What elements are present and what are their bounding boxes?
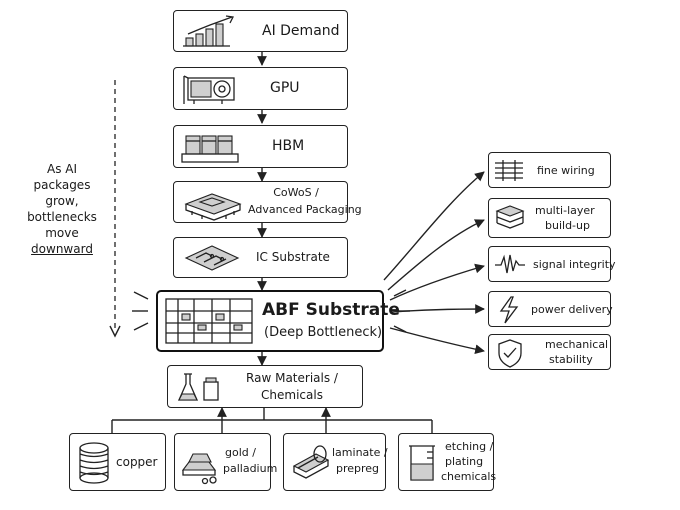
arrow-signal bbox=[389, 263, 485, 301]
raw-materials-line1: Raw Materials / bbox=[246, 371, 338, 385]
laminate-label-line1: laminate / bbox=[332, 446, 388, 459]
side-note: As AI packages grow, bottlenecks move do… bbox=[22, 161, 102, 257]
abf-subtitle: (Deep Bottleneck) bbox=[264, 325, 383, 340]
etching-label-line3: chemicals bbox=[441, 470, 497, 483]
node-cowos: CoWoS / Advanced Packaging bbox=[173, 181, 362, 223]
node-ai-demand: AI Demand bbox=[173, 10, 348, 52]
input-etching: etching / plating chemicals bbox=[398, 433, 497, 491]
shield-check-icon bbox=[498, 339, 522, 368]
side-note-line4: bottlenecks bbox=[27, 210, 97, 224]
gold-label-line2: palladium bbox=[223, 462, 278, 475]
etching-label-line1: etching / bbox=[445, 440, 494, 453]
cowos-label-line1: CoWoS / bbox=[273, 186, 319, 199]
side-note-line3: grow, bbox=[45, 194, 79, 208]
copper-label: copper bbox=[116, 455, 158, 469]
node-gpu: GPU bbox=[173, 67, 348, 110]
req-multi-layer: multi-layer build-up bbox=[488, 198, 611, 238]
multi-layer-label-line2: build-up bbox=[545, 219, 590, 232]
node-ic-substrate: IC Substrate bbox=[173, 237, 348, 278]
dashed-trend-arrowhead bbox=[109, 325, 121, 338]
ic-substrate-label: IC Substrate bbox=[256, 250, 330, 264]
copper-spool-icon bbox=[79, 442, 109, 484]
power-delivery-label: power delivery bbox=[531, 303, 613, 316]
node-abf-substrate: ABF Substrate (Deep Bottleneck) bbox=[156, 290, 400, 352]
req-power-delivery: power delivery bbox=[488, 291, 613, 327]
arrow-mech bbox=[389, 327, 485, 355]
mechanical-label-line2: stability bbox=[549, 353, 593, 366]
gold-bars-icon bbox=[181, 453, 217, 485]
signal-integrity-label: signal integrity bbox=[533, 258, 616, 271]
input-gold: gold / palladium bbox=[174, 433, 277, 491]
hbm-label: HBM bbox=[272, 138, 305, 154]
ai-demand-label: AI Demand bbox=[262, 23, 340, 39]
gold-label-line1: gold / bbox=[225, 446, 256, 459]
waveform-icon bbox=[495, 254, 525, 274]
side-note-line6: downward bbox=[31, 242, 93, 256]
memory-stack-icon bbox=[181, 135, 239, 163]
beaker-icon bbox=[409, 445, 435, 481]
circuit-board-icon bbox=[184, 245, 240, 271]
lab-flask-icon bbox=[178, 373, 219, 401]
side-note-line5: move bbox=[45, 226, 79, 240]
req-mechanical-stability: mechanical stability bbox=[488, 334, 611, 370]
side-note-line1: As AI bbox=[46, 162, 78, 176]
fine-lines-icon bbox=[495, 160, 523, 181]
multi-layer-label-line1: multi-layer bbox=[535, 204, 595, 217]
laminate-roll-icon bbox=[292, 445, 330, 479]
laminate-label-line2: prepreg bbox=[336, 462, 380, 475]
input-laminate: laminate / prepreg bbox=[283, 433, 388, 491]
input-copper: copper bbox=[69, 433, 166, 491]
etching-label-line2: plating bbox=[445, 455, 484, 468]
abf-title: ABF Substrate bbox=[262, 300, 400, 320]
bar-chart-icon bbox=[183, 15, 234, 47]
gpu-card-icon bbox=[183, 75, 235, 104]
req-fine-wiring: fine wiring bbox=[488, 152, 611, 188]
layers-icon bbox=[495, 205, 525, 229]
req-signal-integrity: signal integrity bbox=[488, 246, 616, 282]
arrow-multi-layer bbox=[387, 219, 485, 291]
cowos-label-line2: Advanced Packaging bbox=[248, 203, 362, 216]
node-raw-materials: Raw Materials / Chemicals bbox=[167, 365, 363, 408]
node-hbm: HBM bbox=[173, 125, 348, 168]
abf-emphasis-marks bbox=[132, 289, 410, 333]
substrate-layers-icon bbox=[165, 298, 253, 344]
side-note-line2: packages bbox=[33, 178, 91, 192]
gpu-label: GPU bbox=[270, 80, 300, 96]
raw-materials-line2: Chemicals bbox=[261, 388, 323, 402]
mechanical-label-line1: mechanical bbox=[545, 338, 609, 351]
lightning-icon bbox=[499, 296, 519, 324]
arrow-fine-wiring bbox=[383, 171, 485, 281]
package-chip-icon bbox=[184, 193, 242, 221]
fine-wiring-label: fine wiring bbox=[537, 164, 595, 177]
